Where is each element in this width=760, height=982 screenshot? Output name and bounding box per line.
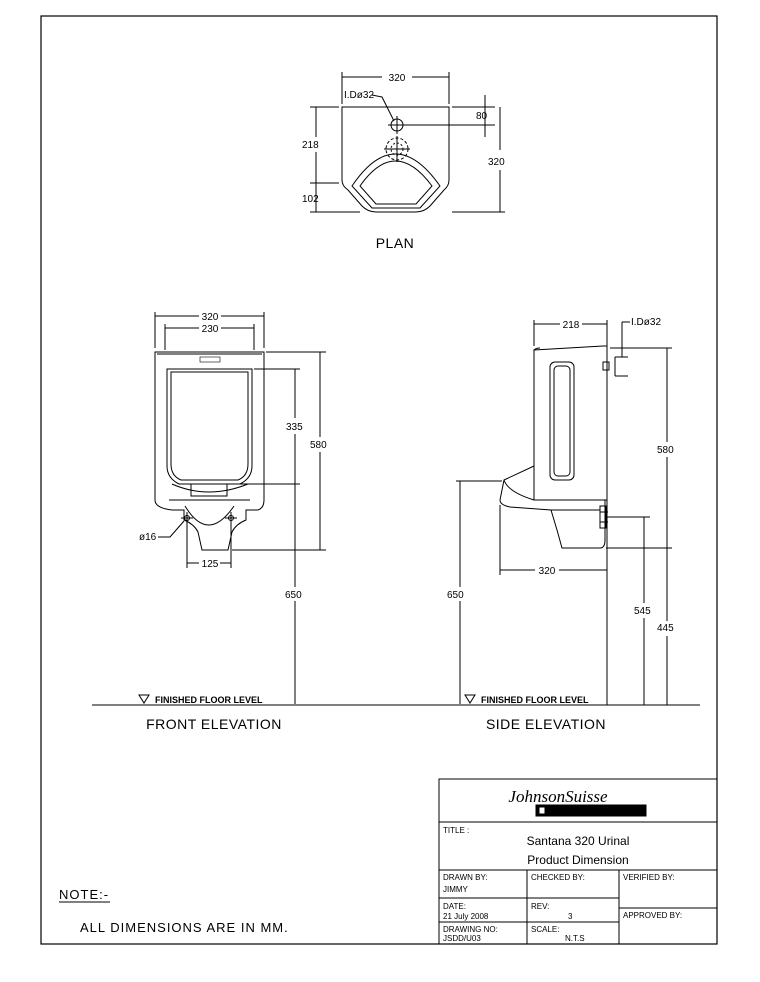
approved-by-label: APPROVED BY:	[623, 911, 682, 920]
drawn-by-label: DRAWN BY:	[443, 873, 488, 882]
front-total-height-dim: 580	[310, 440, 327, 451]
rev-label: REV:	[531, 902, 549, 911]
side-body-outline	[533, 345, 608, 501]
front-floor-triangle	[138, 694, 150, 704]
front-inner-width-dim: 230	[202, 324, 219, 335]
title-line-2: Product Dimension	[527, 853, 628, 867]
brand-logo: JohnsonSuisse	[508, 787, 608, 806]
side-window	[549, 361, 575, 481]
plan-view: 320 I.Dø32 80 320 218 102 PLAN	[302, 72, 505, 251]
plan-label: PLAN	[376, 235, 415, 251]
brand-tagline-bar	[535, 804, 647, 817]
title-block: JohnsonSuisse TITLE : Santana 320 Urinal…	[438, 778, 718, 945]
side-projection-dim: 320	[539, 566, 556, 577]
front-outer-width-dim: 320	[202, 312, 219, 323]
front-bowl-height-dim: 335	[286, 422, 303, 433]
front-hole-dia-dim: ø16	[139, 532, 157, 543]
date-label: DATE:	[443, 902, 466, 911]
plan-lower-dim: 102	[302, 194, 319, 205]
front-mounting-hole-right	[225, 512, 237, 524]
plan-inlet-offset-dim: 80	[476, 111, 488, 122]
date-value: 21 July 2008	[443, 912, 489, 921]
side-floor-triangle	[464, 694, 476, 704]
checked-by-label: CHECKED BY:	[531, 873, 585, 882]
plan-depth-dim: 320	[488, 157, 505, 168]
plan-width-dim: 320	[389, 73, 406, 84]
side-elevation-label: SIDE ELEVATION	[486, 716, 606, 732]
plan-bowl	[351, 153, 441, 209]
scale-label: SCALE:	[531, 925, 559, 934]
front-mounting-hole-left	[181, 512, 193, 524]
side-floor-label: FINISHED FLOOR LEVEL	[481, 695, 589, 705]
side-mount-height-dim: 650	[447, 590, 464, 601]
side-top-depth-dim: 218	[563, 320, 580, 331]
rev-value: 3	[568, 912, 573, 921]
plan-upper-dim: 218	[302, 140, 319, 151]
drawn-by-value: JIMMY	[443, 885, 469, 894]
front-floor-label: FINISHED FLOOR LEVEL	[155, 695, 263, 705]
side-total-height-dim: 580	[657, 445, 674, 456]
title-line-1: Santana 320 Urinal	[527, 834, 630, 848]
sheet-border	[40, 15, 718, 945]
notes: NOTE:- ALL DIMENSIONS ARE IN MM.	[59, 887, 289, 935]
side-lower-bowl	[499, 465, 606, 549]
scale-value: N.T.S	[565, 934, 585, 943]
side-outlet-height-dim: 545	[634, 606, 651, 617]
side-inlet	[602, 361, 610, 371]
side-bottom-height-dim: 445	[657, 623, 674, 634]
side-inlet-label: I.Dø32	[631, 317, 661, 328]
note-heading: NOTE:-	[59, 887, 109, 902]
drawing-no-value: JSDD/U03	[443, 934, 481, 943]
plan-inlet-label: I.Dø32	[344, 90, 374, 101]
plan-outline	[341, 106, 450, 213]
front-hole-spacing-dim: 125	[202, 559, 219, 570]
title-label: TITLE :	[443, 826, 469, 835]
note-text: ALL DIMENSIONS ARE IN MM.	[80, 920, 289, 935]
side-elevation: I.Dø32 218 580 545 445 650 320 FINISHED …	[447, 317, 674, 732]
front-inner-panel	[166, 368, 253, 485]
drawing-no-label: DRAWING NO:	[443, 925, 498, 934]
front-mount-height-dim: 650	[285, 590, 302, 601]
front-elevation-label: FRONT ELEVATION	[146, 716, 282, 732]
verified-by-label: VERIFIED BY:	[623, 873, 675, 882]
front-body-outline	[154, 351, 265, 551]
front-elevation: 320 230 335 580 650 ø16 125 FINISHED FLO…	[138, 312, 327, 732]
